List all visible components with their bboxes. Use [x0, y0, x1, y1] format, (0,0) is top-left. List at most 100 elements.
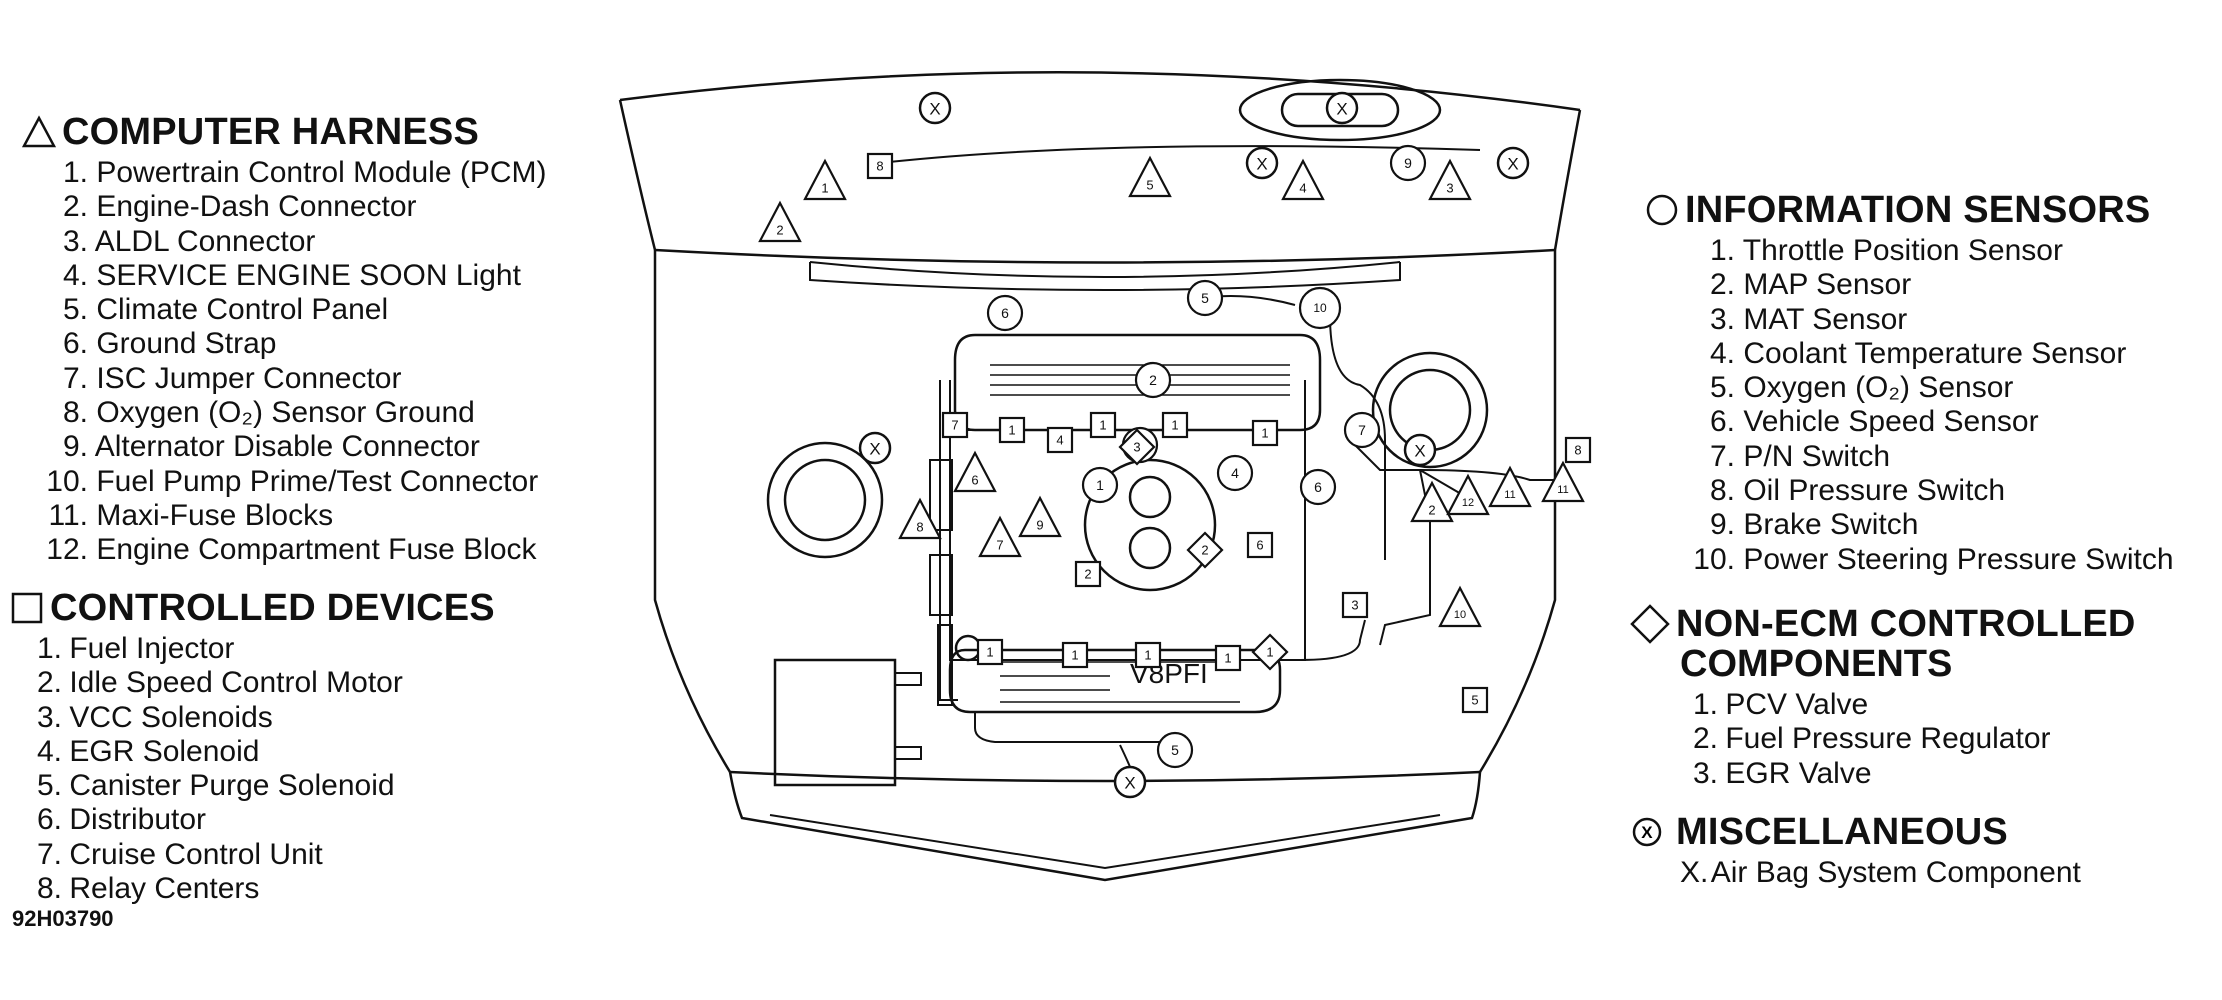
legend-item-number: 1. — [1693, 688, 1719, 721]
triangle-marker: 3 — [1428, 158, 1472, 201]
engine-assembly — [773, 145, 1570, 787]
legend-item: 2. Idle Speed Control Motor — [37, 666, 495, 700]
legend-item: 6. Ground Strap — [38, 327, 547, 361]
legend-item: 4. SERVICE ENGINE SOON Light — [38, 259, 547, 293]
circle-icon — [1645, 193, 1679, 227]
legend-item-number: 3. — [37, 700, 63, 734]
legend-item-label: Throttle Position Sensor — [1742, 234, 2063, 267]
marker-label: 5 — [1171, 742, 1179, 758]
legend-item-label: Fuel Injector — [69, 632, 235, 665]
misc-marker: X — [1113, 765, 1147, 799]
legend-item: 1. Fuel Injector — [37, 632, 495, 666]
legend-item-label: Oil Pressure Switch — [1743, 474, 2006, 508]
marker-label: X — [1336, 100, 1347, 119]
triangle-marker: 5 — [1128, 155, 1172, 198]
legend-item-label: VCC Solenoids — [69, 700, 273, 734]
legend-item-label: MAP Sensor — [1743, 268, 1912, 302]
legend-item-label: Air Bag System Component — [1710, 856, 2081, 889]
triangle-marker: 7 — [978, 515, 1022, 558]
legend-item-label: ALDL Connector — [94, 224, 316, 258]
marker-label: 3 — [1446, 181, 1453, 196]
legend-item-number: 12. — [46, 533, 88, 567]
legend-item-number: 3. — [62, 224, 88, 258]
marker-label: 1 — [1096, 477, 1104, 493]
square-marker: 1 — [1089, 411, 1117, 439]
marker-label: 3 — [1351, 598, 1358, 613]
marker-label: 7 — [996, 538, 1003, 553]
legend-item-number: 4. — [62, 258, 88, 292]
misc-marker: X — [1325, 91, 1359, 125]
legend-item-number: 2. — [62, 190, 88, 224]
square-marker: 2 — [1074, 560, 1102, 588]
misc-marker: X — [918, 91, 952, 125]
marker-label: X — [869, 440, 880, 459]
controlled-devices-title: CONTROLLED DEVICES — [50, 587, 495, 629]
marker-label: 6 — [1314, 479, 1322, 495]
non-ecm-title-line2: COMPONENTS — [1680, 643, 1953, 685]
triangle-marker: 8 — [898, 497, 942, 540]
circle-marker: 7 — [1343, 411, 1381, 449]
marker-label: 5 — [1471, 693, 1478, 708]
legend-item: 10. Power Steering Pressure Switch — [1685, 543, 2173, 577]
legend-item-number: 9. — [62, 430, 88, 464]
legend-item: 7. P/N Switch — [1685, 440, 2174, 474]
legend-item: 7. ISC Jumper Connector — [38, 362, 547, 396]
square-marker: 1 — [1251, 419, 1279, 447]
square-marker: 1 — [976, 638, 1004, 666]
square-icon — [10, 591, 44, 625]
marker-label: 1 — [1144, 648, 1151, 663]
legend-item-number: 6. — [37, 803, 63, 837]
circle-marker: 1 — [1081, 466, 1119, 504]
misc-marker: X — [1403, 433, 1437, 467]
marker-label: 8 — [876, 159, 883, 174]
legend-item-number: 8. — [1709, 474, 1735, 508]
marker-label: 1 — [986, 645, 993, 660]
square-marker: 8 — [866, 152, 894, 180]
legend-item-number: 2. — [37, 666, 63, 700]
marker-label: 11 — [1504, 489, 1515, 501]
legend-item-label: Ground Strap — [96, 327, 277, 361]
circle-marker: 2 — [1134, 361, 1172, 399]
legend-item-number: 11. — [48, 498, 88, 532]
marker-label: 1 — [1171, 418, 1178, 433]
legend-item-label: Coolant Temperature Sensor — [1743, 336, 2127, 370]
square-marker: 1 — [1061, 641, 1089, 669]
circle-marker: 5 — [1156, 731, 1194, 769]
computer-harness-header: COMPUTER HARNESS — [22, 112, 547, 152]
legend-item: 8. Relay Centers — [37, 872, 495, 906]
misc-marker: X — [1245, 146, 1279, 180]
diamond-marker: 1 — [1251, 633, 1289, 671]
marker-label: X — [1414, 442, 1425, 461]
marker-label: 12 — [1462, 497, 1474, 509]
legend-item: 3. VCC Solenoids — [37, 701, 495, 735]
legend-item-number: 5. — [37, 769, 63, 803]
legend-item-label: ISC Jumper Connector — [96, 361, 402, 395]
miscellaneous-legend: X MISCELLANEOUS X. Air Bag System Compon… — [1630, 812, 2081, 890]
legend-item: 5. Oxygen (O₂) Sensor — [1685, 371, 2174, 405]
marker-label: 7 — [951, 418, 958, 433]
legend-item-label: EGR Valve — [1725, 756, 1872, 790]
marker-label: 8 — [1574, 443, 1581, 458]
legend-item: 5. Canister Purge Solenoid — [37, 769, 495, 803]
legend-item: 6. Vehicle Speed Sensor — [1685, 405, 2174, 439]
legend-item-number: 3. — [1693, 756, 1719, 790]
legend-item-number: 8. — [37, 872, 63, 906]
x-circle-icon: X — [1630, 815, 1664, 849]
marker-label: 1 — [1071, 648, 1078, 663]
marker-label: 1 — [1266, 645, 1273, 660]
legend-item-number: 10. — [46, 464, 88, 498]
legend-item-number: 2. — [1709, 268, 1735, 302]
legend-item-label: EGR Solenoid — [69, 734, 260, 768]
legend-item-number: 4. — [1709, 336, 1735, 370]
circle-marker: 6 — [986, 294, 1024, 332]
triangle-marker: 12 — [1446, 473, 1490, 516]
marker-label: 6 — [971, 473, 978, 488]
marker-label: 4 — [1231, 465, 1239, 481]
information-sensors-title: INFORMATION SENSORS — [1685, 189, 2151, 231]
circle-marker: 4 — [1216, 454, 1254, 492]
marker-label: 10 — [1313, 301, 1327, 315]
square-marker: 3 — [1341, 591, 1369, 619]
square-marker: 1 — [1134, 641, 1162, 669]
